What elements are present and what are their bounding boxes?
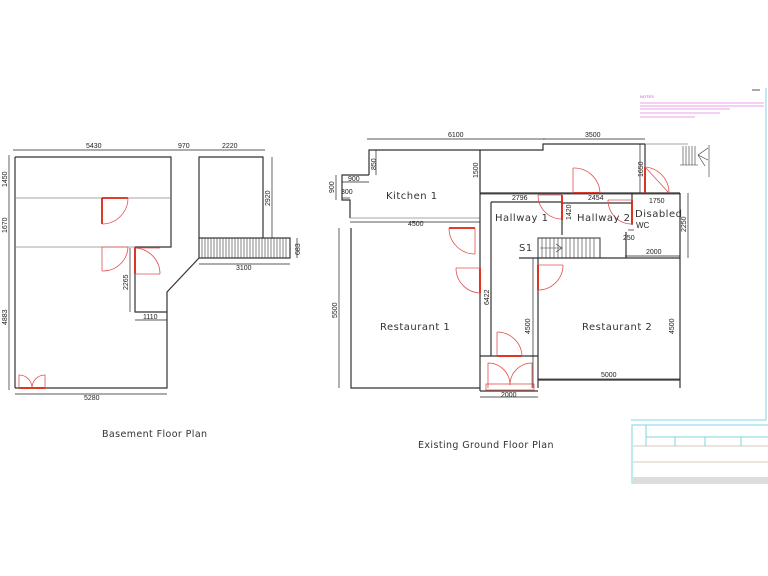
dim-2220: 2220 xyxy=(222,143,238,150)
ground-dimension-lines xyxy=(335,138,689,398)
basement-doors xyxy=(18,197,161,389)
notes-text-lines xyxy=(640,102,764,118)
dim-4500-r2-left: 4500 xyxy=(525,318,532,334)
dim-850: 850 xyxy=(371,158,378,170)
basement-walls xyxy=(14,156,291,389)
dim-2000-entrance: 2000 xyxy=(501,392,517,399)
dim-4500-kitchen: 4500 xyxy=(408,221,424,228)
dim-5430: 5430 xyxy=(86,143,102,150)
dim-1750: 1750 xyxy=(649,198,665,205)
dim-5000: 5000 xyxy=(601,372,617,379)
notes-heading: NOTES xyxy=(640,94,654,99)
dim-1450: 1450 xyxy=(2,171,9,187)
dim-3500: 3500 xyxy=(585,132,601,139)
basement-dimension-lines xyxy=(8,149,298,395)
dim-1650: 1650 xyxy=(638,161,645,177)
basement-plan-title: Basement Floor Plan xyxy=(102,429,207,440)
title-block: NOTES xyxy=(631,88,768,484)
dim-2265: 2265 xyxy=(123,274,130,290)
ground-plan-title: Existing Ground Floor Plan xyxy=(418,440,554,451)
dim-1500: 1500 xyxy=(473,162,480,178)
basement-stairs xyxy=(201,238,287,258)
room-label-restaurant-2: Restaurant 2 xyxy=(582,322,652,333)
dim-2920: 2920 xyxy=(265,190,272,206)
room-label-hallway-2: Hallway 2 xyxy=(577,213,630,224)
dim-1420: 1420 xyxy=(566,204,573,220)
stairs-s1 xyxy=(537,237,601,259)
dim-6100: 6100 xyxy=(448,132,464,139)
dim-1110: 1110 xyxy=(143,314,158,321)
spiral-stairs xyxy=(680,145,710,177)
dim-5500: 5500 xyxy=(332,302,339,318)
dim-6422: 6422 xyxy=(484,289,491,305)
dim-970: 970 xyxy=(178,143,190,150)
dim-900-v: 900 xyxy=(329,181,336,193)
ground-doors xyxy=(448,166,670,391)
ground-floor-plan: 6100 3500 850 900 900 300 1500 2796 2454… xyxy=(329,132,710,451)
dim-900-h: 900 xyxy=(348,176,360,183)
dim-300: 300 xyxy=(341,189,353,196)
dim-2250: 2250 xyxy=(681,216,688,232)
dim-2000-wc: 2000 xyxy=(646,249,662,256)
basement-plan: 5430 970 2220 1450 1670 4883 2920 683 31… xyxy=(2,143,302,440)
dim-2454: 2454 xyxy=(588,195,604,202)
dim-4883: 4883 xyxy=(2,309,9,325)
dim-2796: 2796 xyxy=(512,195,528,202)
dim-5280: 5280 xyxy=(84,395,100,402)
room-label-wc: WC xyxy=(636,221,650,230)
dim-250: 250 xyxy=(623,235,635,242)
room-label-restaurant-1: Restaurant 1 xyxy=(380,322,450,333)
dim-1670: 1670 xyxy=(2,217,9,233)
room-label-hallway-1: Hallway 1 xyxy=(495,213,548,224)
dim-683: 683 xyxy=(295,243,302,255)
room-label-disabled: Disabled xyxy=(635,209,682,220)
dim-3100: 3100 xyxy=(236,265,252,272)
stair-label-s1: S1 xyxy=(519,243,533,254)
dim-4500-r2-right: 4500 xyxy=(669,318,676,334)
ground-walls xyxy=(341,143,688,392)
room-label-kitchen-1: Kitchen 1 xyxy=(386,191,438,202)
